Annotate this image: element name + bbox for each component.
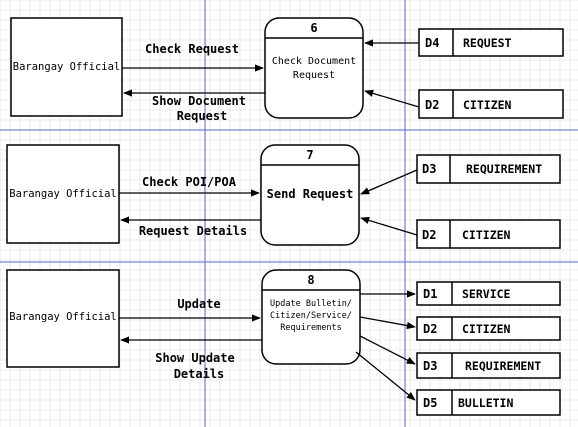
data-store[interactable]: D1 SERVICE (416, 281, 561, 306)
flow-arrow-store-to-process[interactable] (360, 169, 418, 195)
data-store[interactable]: D5 BULLETIN (416, 389, 561, 416)
data-store-box (416, 219, 561, 249)
data-store-name: REQUIREMENT (466, 162, 542, 176)
data-store-box (418, 28, 564, 57)
data-store[interactable]: D2 CITIZEN (416, 219, 561, 249)
process-name-line: Citizen/Service/ (270, 311, 352, 321)
flow-arrow-process-to-store[interactable] (355, 351, 416, 401)
process-number: 7 (306, 148, 313, 162)
flow-arrow-process-to-store[interactable] (359, 335, 416, 365)
external-entity-label: Barangay Official (13, 61, 120, 73)
flow-label: Request Details (139, 224, 247, 238)
data-store-name: REQUEST (463, 36, 512, 50)
data-store-box (416, 389, 561, 416)
data-store-id: D4 (425, 36, 439, 50)
data-store-name: CITIZEN (462, 228, 511, 242)
data-store-name: REQUIREMENT (465, 359, 541, 373)
data-store[interactable]: D3 REQUIREMENT (416, 352, 561, 379)
data-store-id: D2 (425, 98, 439, 112)
flow-arrow-store-to-process[interactable] (364, 89, 420, 108)
data-store-id: D1 (423, 287, 437, 301)
external-entity-box[interactable] (10, 17, 123, 117)
process-box[interactable] (260, 144, 360, 246)
data-store-name: BULLETIN (458, 396, 513, 410)
flow-label: Check POI/POA (142, 175, 237, 189)
external-entity-label: Barangay Official (9, 188, 116, 200)
flow-label: Update (177, 297, 220, 311)
process-box[interactable] (264, 17, 364, 119)
data-store[interactable]: D4 REQUEST (418, 28, 564, 57)
process-name-line: Send Request (267, 187, 354, 201)
data-store-box (416, 154, 561, 184)
process-name-line: Check Document (272, 56, 356, 67)
flow-label: Show Document (152, 94, 246, 108)
process-name-line: Update Bulletin/ (270, 299, 352, 309)
section-process-6: Barangay Official 6 Check Document Reque… (10, 17, 564, 123)
flow-arrow-process-to-store[interactable] (359, 316, 416, 330)
data-store[interactable]: D3 REQUIREMENT (416, 154, 561, 184)
data-store-id: D5 (423, 396, 437, 410)
external-entity-box[interactable] (6, 144, 120, 244)
external-entity-label: Barangay Official (9, 311, 116, 323)
process-name-line: Request (293, 70, 335, 81)
data-store-name: SERVICE (462, 287, 511, 301)
data-store-id: D2 (422, 228, 436, 242)
data-store-name: CITIZEN (463, 98, 512, 112)
data-store-id: D3 (423, 359, 437, 373)
data-store-name: CITIZEN (462, 322, 511, 336)
data-store-id: D2 (423, 322, 437, 336)
external-entity-box[interactable] (6, 269, 120, 368)
data-store-box (418, 89, 564, 119)
process-number: 8 (307, 273, 314, 287)
data-store-id: D3 (422, 162, 436, 176)
section-process-7: Barangay Official 7 Send Request Check P… (6, 144, 561, 249)
process-name-line: Requirements (280, 323, 341, 333)
data-store[interactable]: D2 CITIZEN (416, 316, 561, 341)
process-number: 6 (310, 21, 317, 35)
flow-label: Show Update (155, 351, 234, 365)
flow-label: Request (177, 109, 228, 123)
flow-arrow-store-to-process[interactable] (360, 216, 418, 236)
flow-label: Check Request (145, 42, 239, 56)
data-store[interactable]: D2 CITIZEN (418, 89, 564, 119)
data-store-box (416, 352, 561, 379)
section-process-8: Barangay Official 8 Update Bulletin/ Cit… (6, 269, 561, 416)
flow-label: Details (174, 367, 225, 381)
